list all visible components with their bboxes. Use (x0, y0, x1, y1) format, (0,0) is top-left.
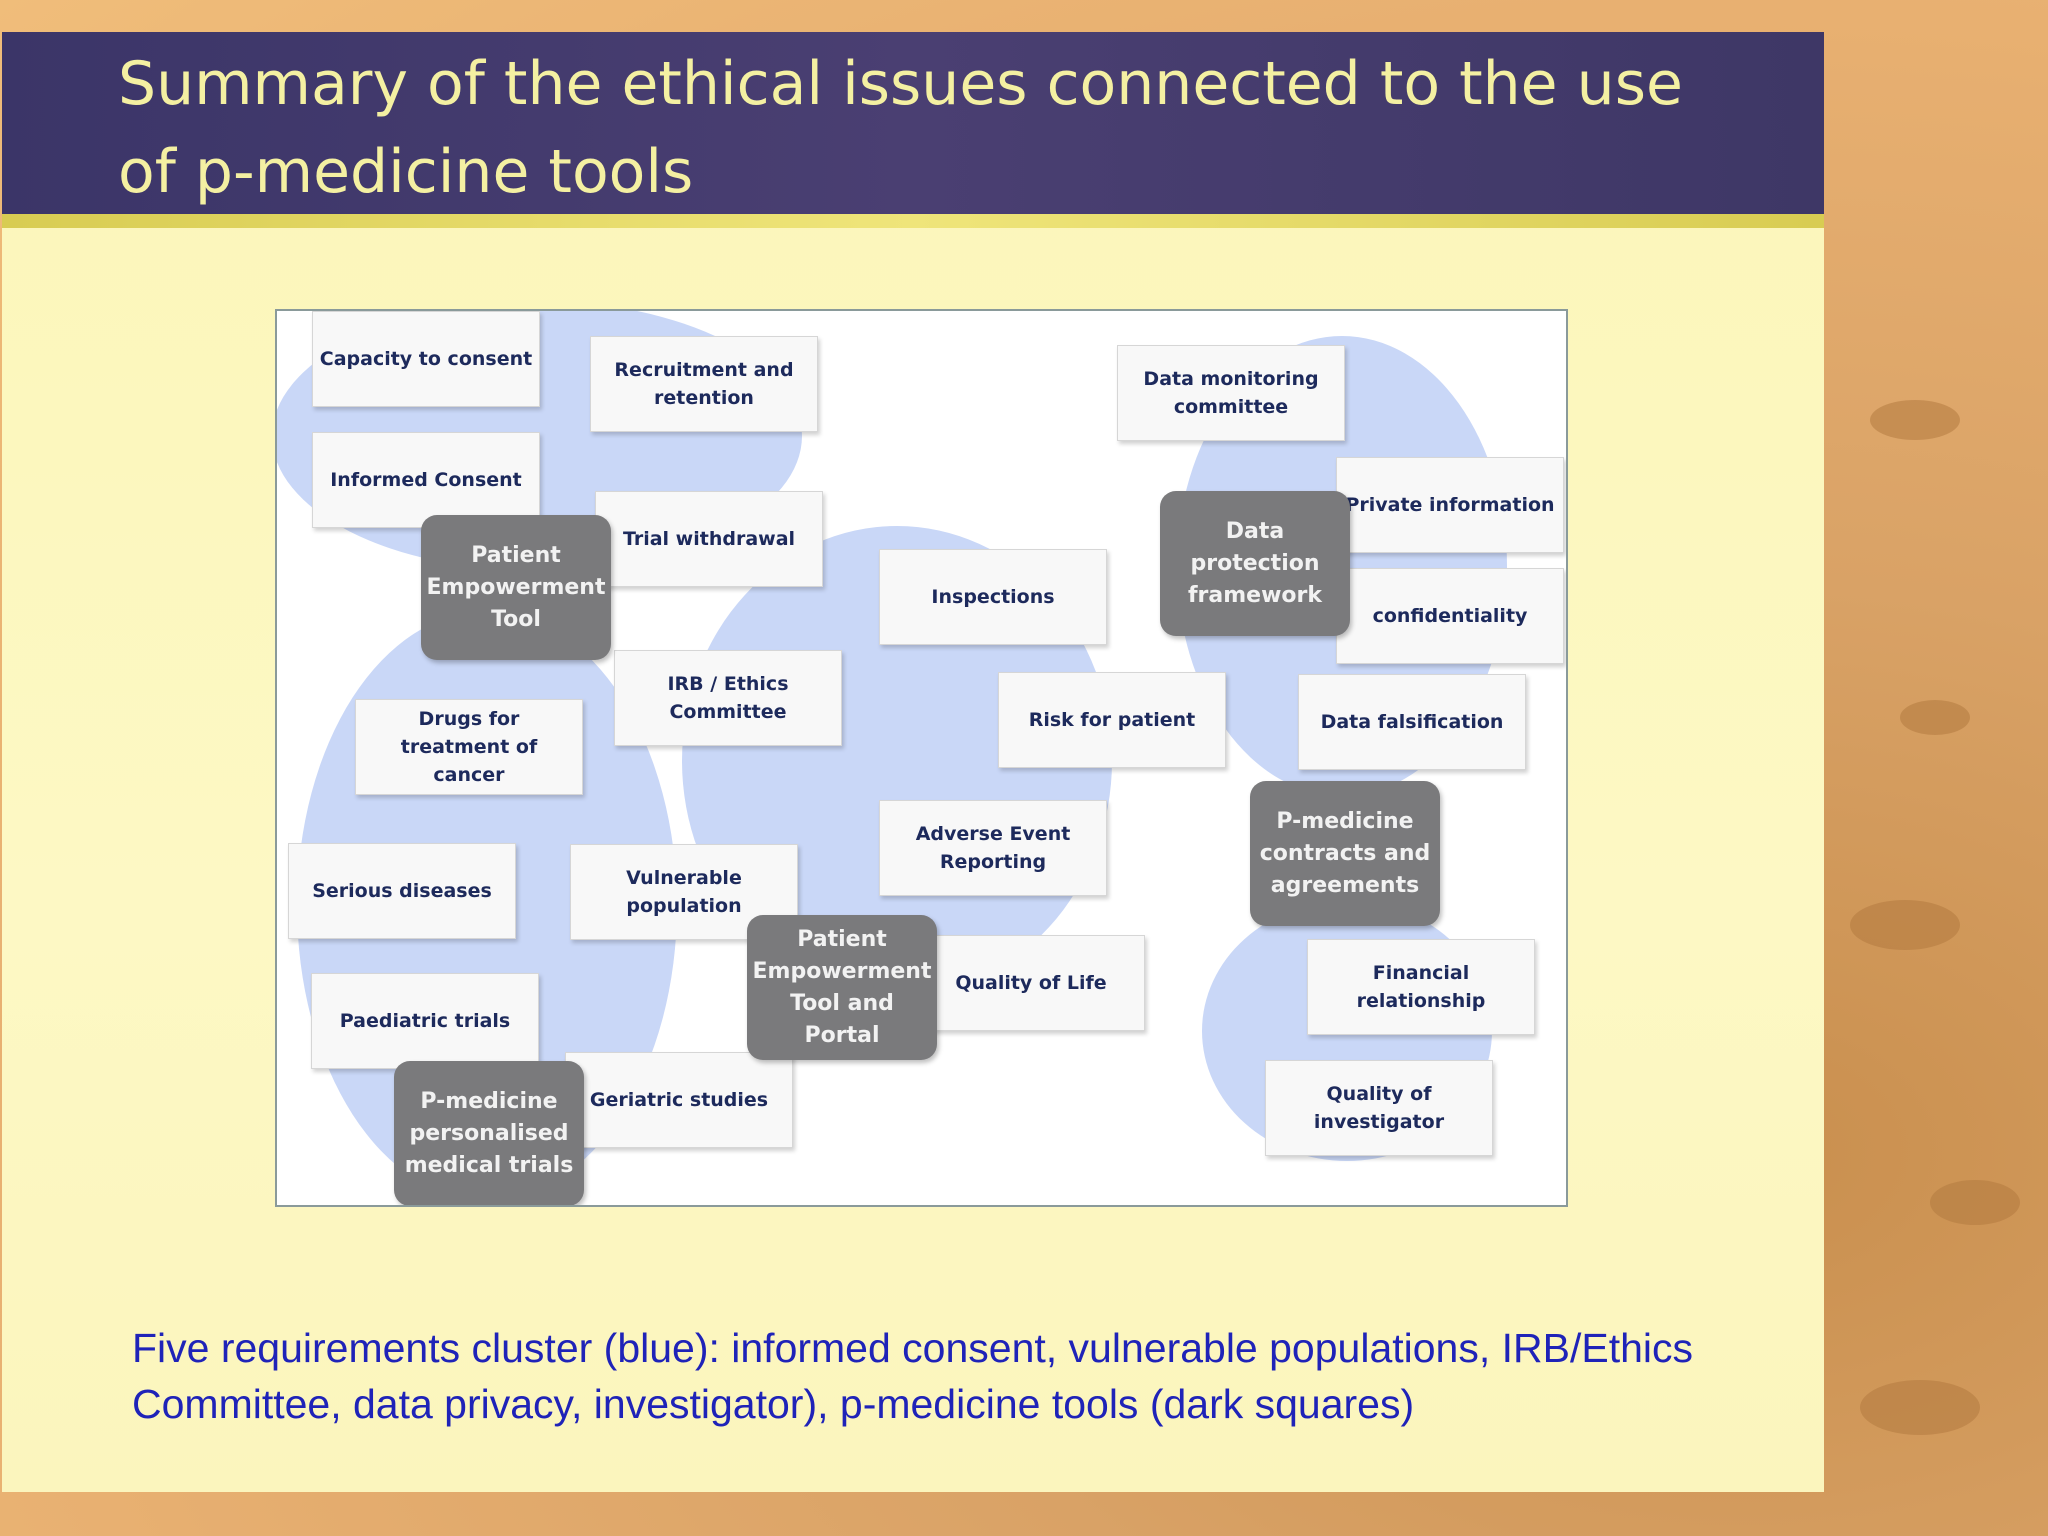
background-rock (1870, 400, 1960, 440)
ethical-issues-diagram: Capacity to consent Recruitment and rete… (275, 309, 1568, 1207)
topic-trial-withdrawal: Trial withdrawal (595, 491, 823, 587)
topic-vulnerable-population: Vulnerable population (570, 844, 798, 940)
tool-patient-empowerment-portal: Patient Empowerment Tool and Portal (747, 915, 937, 1060)
topic-paediatric-trials: Paediatric trials (311, 973, 539, 1069)
background-rock (1860, 1380, 1980, 1435)
topic-risk-for-patient: Risk for patient (998, 672, 1226, 768)
topic-quality-of-life: Quality of Life (917, 935, 1145, 1031)
topic-financial-relationship: Financial relationship (1307, 939, 1535, 1035)
topic-geriatric-studies: Geriatric studies (565, 1052, 793, 1148)
topic-serious-diseases: Serious diseases (288, 843, 516, 939)
topic-data-falsification: Data falsification (1298, 674, 1526, 770)
topic-recruitment-and-retention: Recruitment and retention (590, 336, 818, 432)
slide-title: Summary of the ethical issues connected … (118, 49, 1683, 207)
topic-confidentiality: confidentiality (1336, 568, 1564, 664)
title-bar (2, 32, 1824, 214)
background-rock (1900, 700, 1970, 735)
topic-inspections: Inspections (879, 549, 1107, 645)
topic-quality-of-investigator: Quality of investigator (1265, 1060, 1493, 1156)
tool-data-protection-framework: Data protection framework (1160, 491, 1350, 636)
topic-capacity-to-consent: Capacity to consent (312, 311, 540, 407)
tool-personalised-medical-trials: P-medicine personalised medical trials (394, 1061, 584, 1205)
topic-adverse-event-reporting: Adverse Event Reporting (879, 800, 1107, 896)
background-rock (1850, 900, 1960, 950)
tool-p-medicine-contracts-agreements: P-medicine contracts and agreements (1250, 781, 1440, 926)
title-underline (2, 214, 1824, 228)
topic-data-monitoring-committee: Data monitoring committee (1117, 345, 1345, 441)
tool-patient-empowerment-tool: Patient Empowerment Tool (421, 515, 611, 660)
topic-drugs-for-cancer: Drugs for treatment of cancer (355, 699, 583, 795)
slide-caption: Five requirements cluster (blue): inform… (132, 1325, 1694, 1427)
topic-irb-ethics-committee: IRB / Ethics Committee (614, 650, 842, 746)
topic-informed-consent: Informed Consent (312, 432, 540, 528)
background-rock (1930, 1180, 2020, 1225)
topic-private-information: Private information (1336, 457, 1564, 553)
